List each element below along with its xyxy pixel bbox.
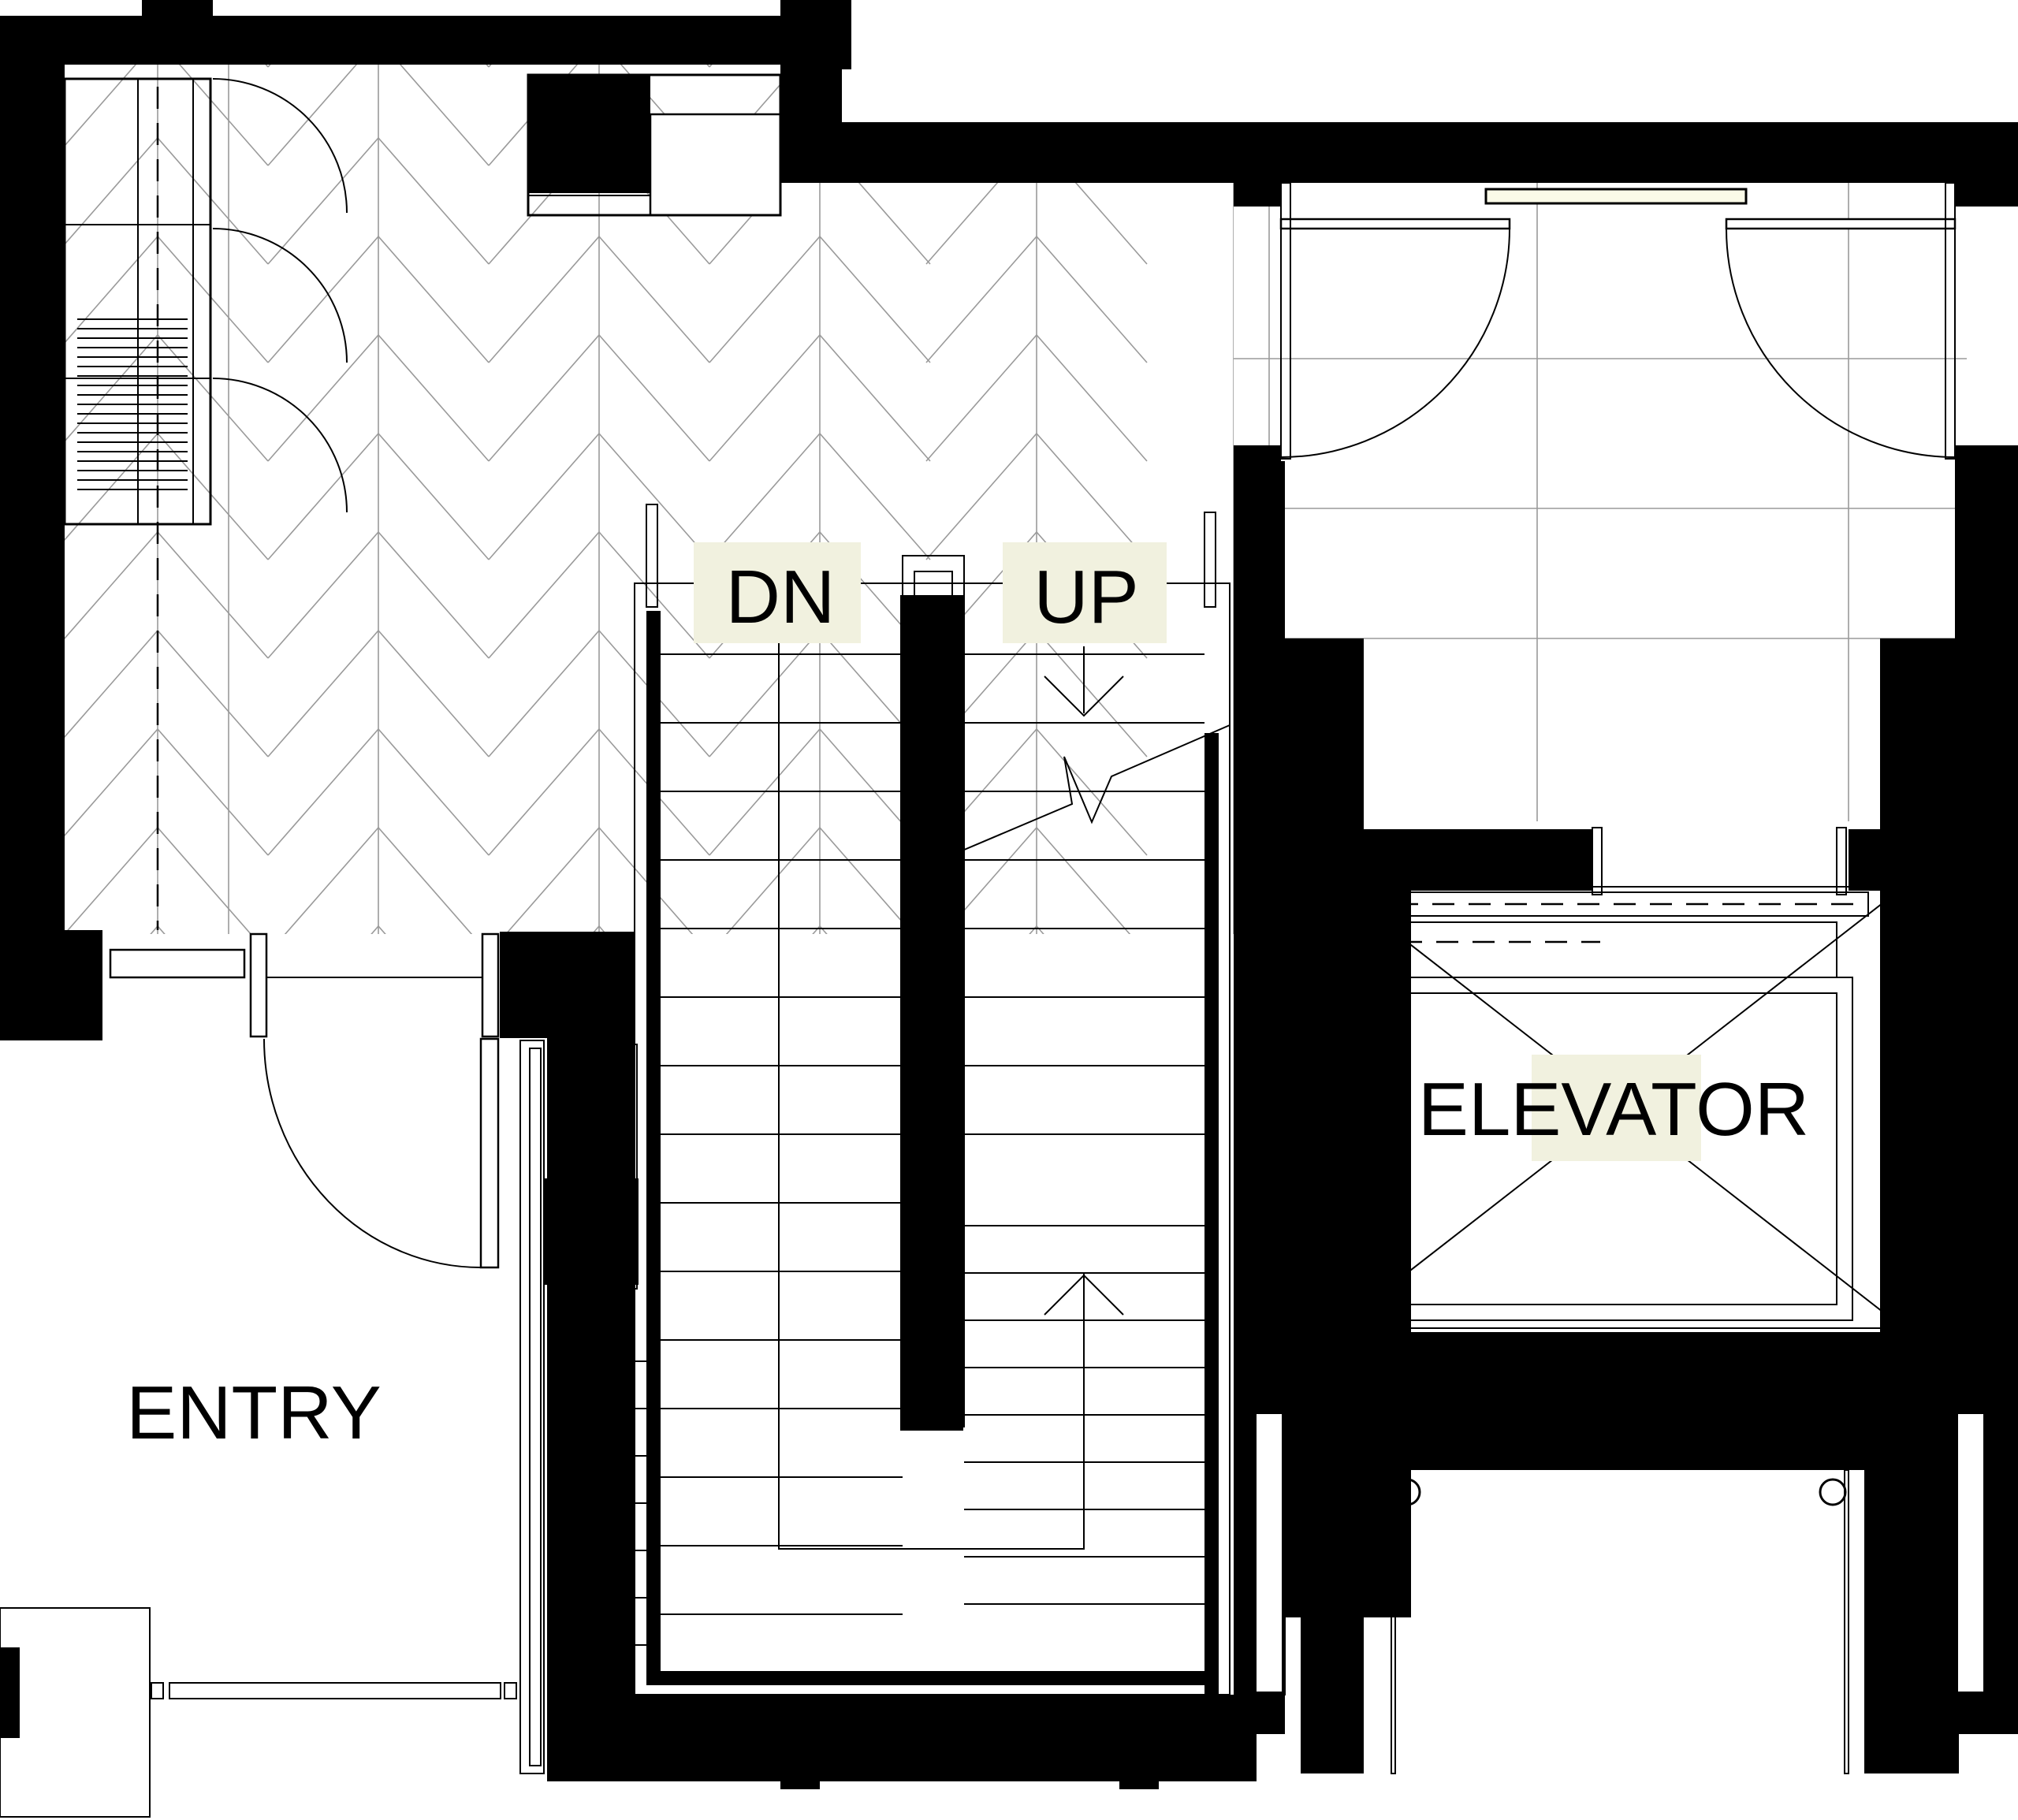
herringbone-chevron <box>925 65 1148 68</box>
label-up-group: UP <box>1003 542 1167 643</box>
label-dn: DN <box>726 555 836 639</box>
herringbone-chevron <box>267 826 490 934</box>
herringbone-chevron <box>709 333 931 462</box>
herringbone-chevron <box>925 925 1148 934</box>
herringbone-chevron <box>65 333 269 462</box>
entry-door <box>109 932 500 1269</box>
herringbone-chevron <box>709 728 931 856</box>
herringbone-chevron <box>925 333 1148 462</box>
herringbone-chevron <box>267 925 490 934</box>
herringbone-chevron <box>65 728 269 856</box>
herringbone-chevron <box>488 629 710 757</box>
entry-elements <box>0 1607 517 1818</box>
herringbone-chevron <box>267 136 490 265</box>
herringbone-chevron <box>709 826 931 934</box>
herringbone-chevron <box>488 826 710 934</box>
stair <box>519 504 1231 1774</box>
light-fixture <box>1484 188 1748 205</box>
herringbone-chevron <box>709 925 931 934</box>
vestibule-doors <box>1279 182 1957 460</box>
herringbone-chevron <box>267 235 490 363</box>
herringbone-chevron <box>267 65 490 166</box>
herringbone-chevron <box>488 728 710 856</box>
herringbone-chevron <box>925 432 1148 560</box>
herringbone-chevron <box>488 235 710 363</box>
herringbone-chevron <box>488 432 710 560</box>
herringbone-chevron <box>709 432 931 560</box>
label-elevator: ELEVATOR <box>1418 1067 1809 1152</box>
herringbone-chevron <box>267 432 490 560</box>
label-dn-group: DN <box>694 542 861 643</box>
label-up: UP <box>1033 555 1138 639</box>
herringbone-chevron <box>267 333 490 462</box>
herringbone-chevron <box>488 925 710 934</box>
herringbone-chevron <box>925 235 1148 363</box>
herringbone-chevron <box>267 629 490 757</box>
cabinets <box>63 73 782 930</box>
herringbone-chevron <box>709 235 931 363</box>
herringbone-chevron <box>65 65 269 166</box>
label-entry: ENTRY <box>126 1371 382 1455</box>
label-elevator-group: ELEVATOR <box>1418 1055 1809 1161</box>
herringbone-chevron <box>267 530 490 659</box>
herringbone-chevron <box>488 333 710 462</box>
herringbone-chevron <box>488 530 710 659</box>
herringbone-chevron <box>267 728 490 856</box>
